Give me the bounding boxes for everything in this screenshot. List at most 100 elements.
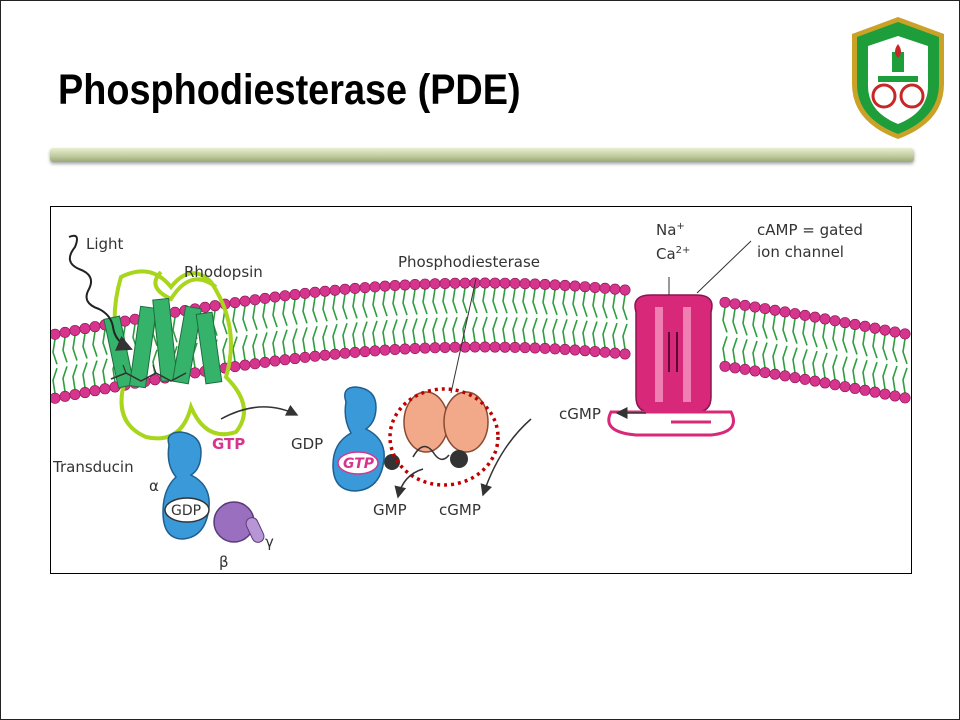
lipid-head — [569, 280, 581, 292]
cgmp-gated-ion-channel — [607, 294, 735, 437]
lipid-tail — [382, 291, 388, 346]
lipid-head — [249, 294, 261, 306]
lipid-head — [889, 390, 901, 402]
lipid-tail — [872, 333, 878, 388]
lipid-tail — [472, 287, 478, 343]
lipid-tail — [792, 318, 798, 373]
lipid-tail — [802, 320, 808, 375]
lipid-head — [339, 347, 351, 359]
calcium-charge: 2+ — [676, 245, 691, 256]
lipid-head — [249, 358, 261, 370]
lipid-head — [429, 278, 441, 290]
lipid-tail — [462, 287, 468, 343]
lipid-tail — [752, 311, 758, 367]
lipid-tail — [452, 288, 458, 343]
lipid-tail — [562, 290, 568, 345]
lipid-head — [789, 372, 801, 384]
lipid-tail — [812, 322, 818, 377]
lipid-head — [519, 278, 531, 290]
lipid-head — [589, 345, 601, 357]
lipid-head — [869, 386, 881, 398]
lipid-tail — [262, 303, 268, 358]
lipid-tail — [272, 301, 278, 357]
lipid-head — [609, 347, 621, 359]
lipid-head — [829, 315, 841, 327]
lipid-head — [569, 344, 581, 356]
university-emblem-icon — [852, 17, 944, 139]
lipid-head — [489, 277, 501, 289]
lipid-head — [789, 308, 801, 320]
lipid-head — [509, 341, 521, 353]
gmp-label: GMP — [373, 501, 407, 519]
lipid-tail — [252, 304, 258, 359]
lipid-tail — [312, 297, 318, 352]
lipid-head — [599, 282, 611, 294]
alpha-subunit-label: α — [149, 477, 159, 495]
lipid-head — [419, 278, 431, 290]
lipid-head — [399, 279, 411, 291]
lipid-head — [59, 326, 71, 338]
lipid-head — [439, 277, 451, 289]
lipid-head — [329, 348, 341, 360]
lipid-tail — [592, 292, 598, 347]
light-label: Light — [86, 235, 124, 253]
lipid-tail — [232, 307, 238, 362]
lipid-head — [369, 345, 381, 357]
lipid-tail — [372, 291, 378, 346]
lipid-head — [51, 328, 61, 340]
lipid-head — [359, 282, 371, 294]
lipid-head — [349, 282, 361, 294]
lipid-tail — [602, 293, 608, 348]
lipid-head — [299, 287, 311, 299]
lipid-tail — [582, 291, 588, 346]
diagram-canvas: Light Rhodopsin Phosphodiesterase Na+ Ca… — [51, 221, 911, 571]
lipid-tail — [722, 307, 728, 362]
lipid-head — [429, 342, 441, 354]
lipid-tail — [532, 288, 538, 344]
lipid-tail — [322, 296, 328, 351]
lipid-head — [559, 279, 571, 291]
lipid-head — [299, 351, 311, 363]
channel-label-pointer — [696, 240, 752, 294]
lipid-head — [79, 323, 91, 335]
phototransduction-diagram: Light Rhodopsin Phosphodiesterase Na+ Ca… — [50, 206, 912, 574]
lipid-head — [609, 283, 621, 295]
lipid-head — [319, 285, 331, 297]
lipid-head — [799, 309, 811, 321]
lipid-tail — [742, 310, 748, 365]
gmp-product-arrow — [394, 468, 424, 499]
lipid-head — [829, 379, 841, 391]
lipid-tail — [572, 290, 578, 346]
gtp-input-label: GTP — [212, 435, 245, 453]
lipid-head — [899, 328, 911, 340]
lipid-head — [719, 360, 731, 372]
lipid-head — [229, 297, 241, 309]
lipid-tail — [622, 294, 628, 350]
lipid-head — [619, 348, 631, 360]
lipid-tail — [862, 331, 868, 386]
lipid-head — [529, 278, 541, 290]
lipid-head — [189, 367, 201, 379]
lipid-tail — [902, 338, 908, 393]
slide-title: Phosphodiesterase (PDE) — [58, 66, 521, 114]
lipid-head — [389, 344, 401, 356]
lipid-head — [549, 279, 561, 291]
light-ray — [68, 234, 133, 351]
lipid-head — [579, 281, 591, 293]
lipid-head — [799, 373, 811, 385]
lipid-head — [739, 299, 751, 311]
lipid-tail — [512, 288, 518, 343]
lipid-head — [889, 326, 901, 338]
transducin-alpha-gtp — [332, 386, 385, 492]
lipid-tail — [552, 289, 558, 345]
lipid-head — [479, 277, 491, 289]
lipid-tail — [842, 327, 848, 382]
lipid-head — [289, 353, 301, 365]
lipid-head — [779, 306, 791, 318]
lipid-head — [729, 362, 741, 374]
lipid-head — [859, 384, 871, 396]
cgmp-hydrolysis-arrow — [480, 418, 532, 497]
lipid-head — [259, 292, 271, 304]
lipid-head — [739, 363, 751, 375]
lipid-head — [559, 343, 571, 355]
